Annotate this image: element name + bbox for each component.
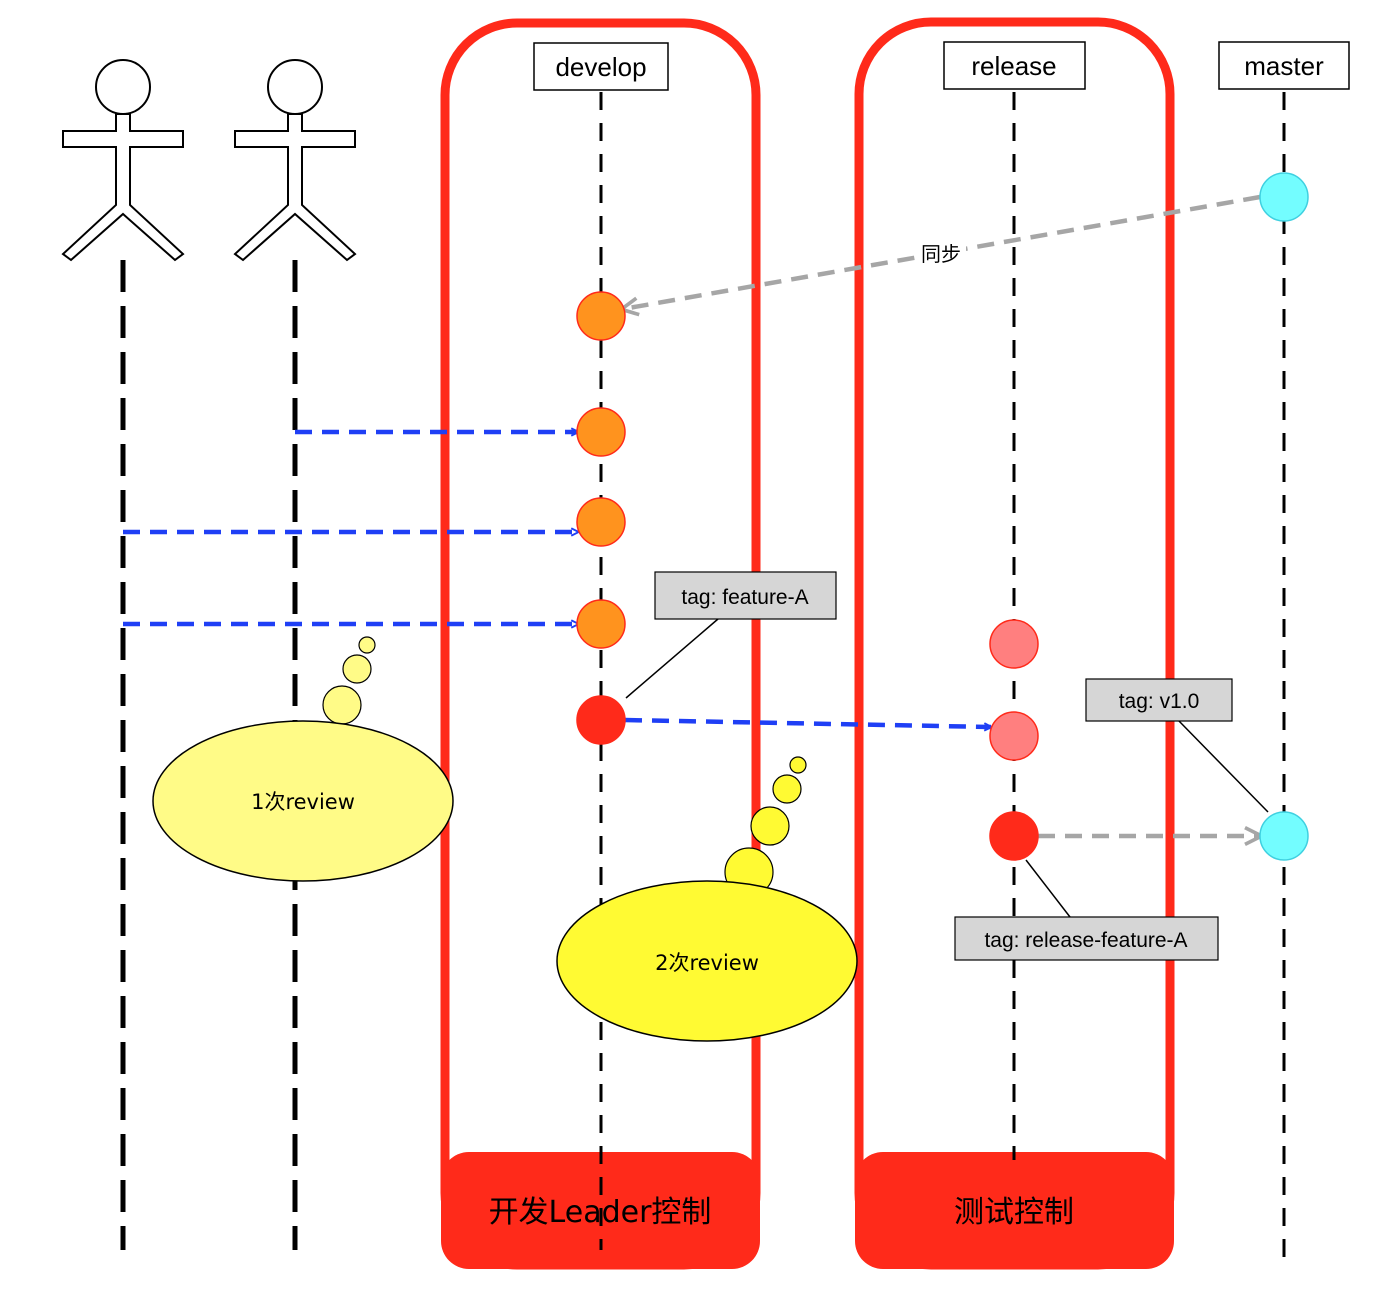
master-branch-label: master [1244,51,1324,81]
sync-label-bg [916,241,966,267]
tag-v1-label: tag: v1.0 [1119,690,1200,713]
second-review-thought: 2次review [556,756,858,1042]
tag-feature-a-label: tag: feature-A [681,586,808,609]
merge-arrow-develop-to-release [624,717,991,727]
develop-commit-feature-a [576,695,626,745]
sync-label: 同步 [921,242,961,266]
first-review-thought: 1次review [152,636,454,882]
release-control-container: 测试控制 [854,17,1175,1270]
developer-actor-1 [61,59,185,262]
tag-release-feature-a: tag: release-feature-A [954,859,1219,961]
first-review-label: 1次review [251,790,355,814]
release-commit-1 [989,619,1039,669]
develop-commit-sync [576,291,626,341]
second-review-label: 2次review [655,951,759,975]
develop-branch-label: develop [555,52,646,82]
tag-v1: tag: v1.0 [1085,678,1269,813]
develop-commit-3 [576,599,626,649]
release-branch-header: release [943,41,1086,90]
release-commit-release-feature-a [989,811,1039,861]
tag-release-feature-a-label: tag: release-feature-A [984,929,1187,952]
master-commit-v1 [1259,811,1309,861]
master-branch-header: master [1218,41,1350,90]
develop-branch-header: develop [533,42,669,91]
release-commit-2 [989,711,1039,761]
develop-commit-2 [576,497,626,547]
release-control-label: 测试控制 [954,1195,1074,1230]
tag-feature-a: tag: feature-A [625,571,837,699]
master-commit-1 [1259,172,1309,222]
develop-commit-1 [576,407,626,457]
developer-actor-2 [233,59,357,262]
release-branch-label: release [971,51,1056,81]
